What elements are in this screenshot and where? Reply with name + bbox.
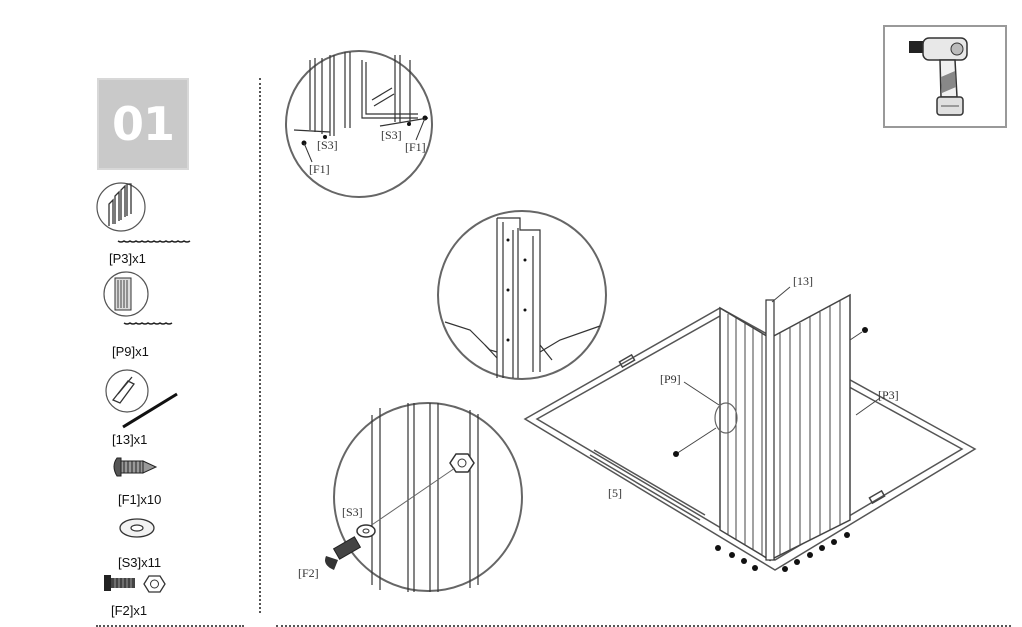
callout-top-f1-left: [F1] <box>309 162 330 176</box>
parts-list-icons <box>96 182 191 593</box>
step-number-badge: 01 <box>97 78 189 170</box>
callout-top-s3-right: [S3] <box>381 128 402 142</box>
detail-circle-middle <box>437 210 607 380</box>
part-label-p9: [P9]x1 <box>112 344 149 359</box>
washer-s3-icon <box>119 518 155 538</box>
callout-main-5: [5] <box>608 486 622 500</box>
footer-divider-left <box>96 625 244 627</box>
detail-circle-top <box>285 50 433 198</box>
callout-main-p9: [P9] <box>660 372 681 386</box>
callout-top-f1-right: [F1] <box>405 140 426 154</box>
part-label-13: [13]x1 <box>112 432 148 447</box>
callout-bottom-f2: [F2] <box>298 566 319 580</box>
cordless-drill-icon <box>909 37 968 116</box>
callout-bottom-s3: [S3] <box>342 505 363 519</box>
part-label-f1: [F1]x10 <box>118 492 162 507</box>
callout-main-p3: [P3] <box>878 388 899 402</box>
step-number: 01 <box>111 97 175 151</box>
bolt-nut-f2-icon <box>104 575 166 593</box>
floor-screws <box>673 451 850 572</box>
part-label-p3: [P3]x1 <box>109 251 146 266</box>
footer-divider-right <box>276 625 1011 627</box>
part-label-s3: [S3]x11 <box>118 555 162 570</box>
detail-circle-bottom <box>325 402 523 592</box>
wall-panels <box>675 293 868 562</box>
panel-p9-icon <box>103 271 173 325</box>
part-label-f2: [F2]x1 <box>111 603 148 618</box>
callout-top-s3-left: [S3] <box>317 138 338 152</box>
rail-13-icon <box>105 369 178 429</box>
tool-box <box>883 25 1007 128</box>
panel-p3-icon <box>96 182 191 243</box>
floor-frame <box>523 307 977 571</box>
column-divider <box>259 78 261 613</box>
callout-main-13: [13] <box>793 274 813 288</box>
screw-f1-icon <box>113 457 158 477</box>
